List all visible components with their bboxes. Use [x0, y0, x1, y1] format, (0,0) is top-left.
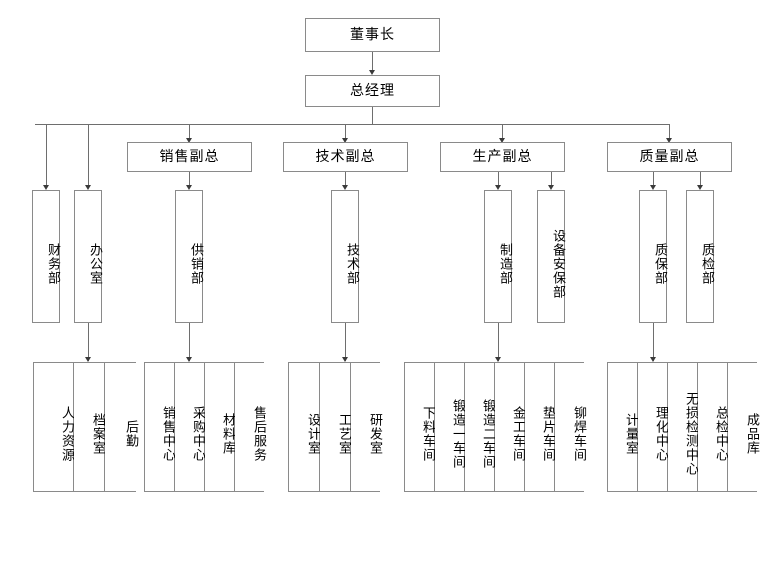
arrowhead-production-units: [495, 357, 501, 362]
node-general-manager[interactable]: 总经理: [305, 75, 440, 107]
connector-vp-tech-techdept: [345, 172, 346, 188]
node-chairman-label: 董事长: [350, 26, 395, 43]
arrowhead-techdept: [342, 185, 348, 190]
arrowhead-vp-quality: [666, 138, 672, 143]
main-bus-line: [35, 124, 670, 125]
node-unit-physical-chemical-center[interactable]: 理化中心: [638, 363, 668, 491]
arrowhead-finance: [43, 185, 49, 190]
node-unit-rnd-office[interactable]: 研发室: [351, 363, 382, 491]
node-general-manager-label: 总经理: [350, 82, 395, 99]
node-vp-tech-label: 技术副总: [315, 148, 376, 165]
node-dept-manufacturing-label: 制造部: [497, 242, 512, 285]
group-office-units: 人力资源 档案室 后勤: [33, 362, 138, 492]
arrowhead-equipment: [548, 185, 554, 190]
node-dept-office[interactable]: 办公室: [74, 190, 102, 323]
node-unit-forging-workshop-1[interactable]: 锻造一车间: [435, 363, 465, 491]
node-dept-quality-assurance-label: 质保部: [652, 242, 667, 285]
connector-chairman-gm: [372, 52, 373, 73]
node-unit-process-office[interactable]: 工艺室: [320, 363, 351, 491]
node-unit-material-warehouse[interactable]: 材料库: [205, 363, 235, 491]
node-dept-supply-marketing[interactable]: 供销部: [175, 190, 203, 323]
node-unit-forging-workshop-2[interactable]: 锻造二车间: [465, 363, 495, 491]
connector-bus-office: [88, 124, 89, 188]
connector-office-units: [88, 323, 89, 361]
node-dept-office-label: 办公室: [87, 242, 102, 285]
node-vp-quality[interactable]: 质量副总: [607, 142, 732, 172]
node-vp-production[interactable]: 生产副总: [440, 142, 565, 172]
connector-gm-bus: [372, 107, 373, 124]
node-unit-hr[interactable]: 人力资源: [34, 363, 74, 491]
group-sales-units: 销售中心 采购中心 材料库 售后服务: [144, 362, 266, 492]
node-dept-manufacturing[interactable]: 制造部: [484, 190, 512, 323]
arrowhead-supply-units: [186, 357, 192, 362]
node-dept-technology[interactable]: 技术部: [331, 190, 359, 323]
arrowhead-supply: [186, 185, 192, 190]
node-unit-riveting-welding-workshop[interactable]: 铆焊车间: [555, 363, 586, 491]
arrowhead-gm: [369, 70, 375, 75]
node-dept-quality-assurance[interactable]: 质保部: [639, 190, 667, 323]
node-chairman[interactable]: 董事长: [305, 18, 440, 52]
arrowhead-tech-units: [342, 357, 348, 362]
node-dept-finance[interactable]: 财务部: [32, 190, 60, 323]
connector-vp-production-equipment: [551, 172, 552, 188]
node-unit-gasket-workshop[interactable]: 垫片车间: [525, 363, 555, 491]
connector-bus-vp-tech: [345, 124, 346, 141]
node-unit-cutting-workshop[interactable]: 下料车间: [405, 363, 435, 491]
connector-bus-vp-sales: [189, 124, 190, 141]
arrowhead-vp-sales: [186, 138, 192, 143]
node-vp-sales[interactable]: 销售副总: [127, 142, 252, 172]
connector-quality-units: [653, 323, 654, 361]
connector-vp-quality-qa: [653, 172, 654, 188]
group-tech-units: 设计室 工艺室 研发室: [288, 362, 382, 492]
node-vp-sales-label: 销售副总: [159, 148, 220, 165]
node-dept-equipment-security-label: 设备安保部: [550, 228, 565, 299]
node-unit-sales-center[interactable]: 销售中心: [145, 363, 175, 491]
node-unit-finished-goods-warehouse[interactable]: 成品库: [728, 363, 759, 491]
arrowhead-vp-production: [499, 138, 505, 143]
connector-tech-units: [345, 323, 346, 361]
node-dept-supply-marketing-label: 供销部: [188, 242, 203, 285]
arrowhead-office: [85, 185, 91, 190]
node-unit-machining-workshop[interactable]: 金工车间: [495, 363, 525, 491]
arrowhead-office-units: [85, 357, 91, 362]
connector-bus-vp-quality: [669, 124, 670, 141]
node-vp-tech[interactable]: 技术副总: [283, 142, 408, 172]
node-dept-quality-inspection[interactable]: 质检部: [686, 190, 714, 323]
node-unit-archives[interactable]: 档案室: [74, 363, 105, 491]
node-vp-production-label: 生产副总: [472, 148, 533, 165]
group-quality-units: 计量室 理化中心 无损检测中心 总检中心 成品库: [607, 362, 759, 492]
connector-bus-vp-production: [502, 124, 503, 141]
node-dept-quality-inspection-label: 质检部: [699, 242, 714, 285]
arrowhead-quality-units: [650, 357, 656, 362]
arrowhead-qc: [697, 185, 703, 190]
node-dept-technology-label: 技术部: [344, 242, 359, 285]
node-vp-quality-label: 质量副总: [639, 148, 700, 165]
node-unit-logistics[interactable]: 后勤: [105, 363, 138, 491]
arrowhead-vp-tech: [342, 138, 348, 143]
node-unit-purchasing-center[interactable]: 采购中心: [175, 363, 205, 491]
connector-vp-sales-supply: [189, 172, 190, 188]
node-unit-after-sales[interactable]: 售后服务: [235, 363, 266, 491]
connector-bus-finance: [46, 124, 47, 188]
node-unit-design-office[interactable]: 设计室: [289, 363, 320, 491]
node-dept-equipment-security[interactable]: 设备安保部: [537, 190, 565, 323]
connector-supply-units: [189, 323, 190, 361]
node-dept-finance-label: 财务部: [45, 242, 60, 285]
arrowhead-manufacturing: [495, 185, 501, 190]
group-production-units: 下料车间 锻造一车间 锻造二车间 金工车间 垫片车间 铆焊车间: [404, 362, 586, 492]
connector-vp-production-manufacturing: [498, 172, 499, 188]
node-unit-general-inspection-center[interactable]: 总检中心: [698, 363, 728, 491]
arrowhead-qa: [650, 185, 656, 190]
connector-vp-quality-qc: [700, 172, 701, 188]
node-unit-metrology-room[interactable]: 计量室: [608, 363, 638, 491]
connector-production-units: [498, 323, 499, 361]
node-unit-ndt-center[interactable]: 无损检测中心: [668, 363, 698, 491]
